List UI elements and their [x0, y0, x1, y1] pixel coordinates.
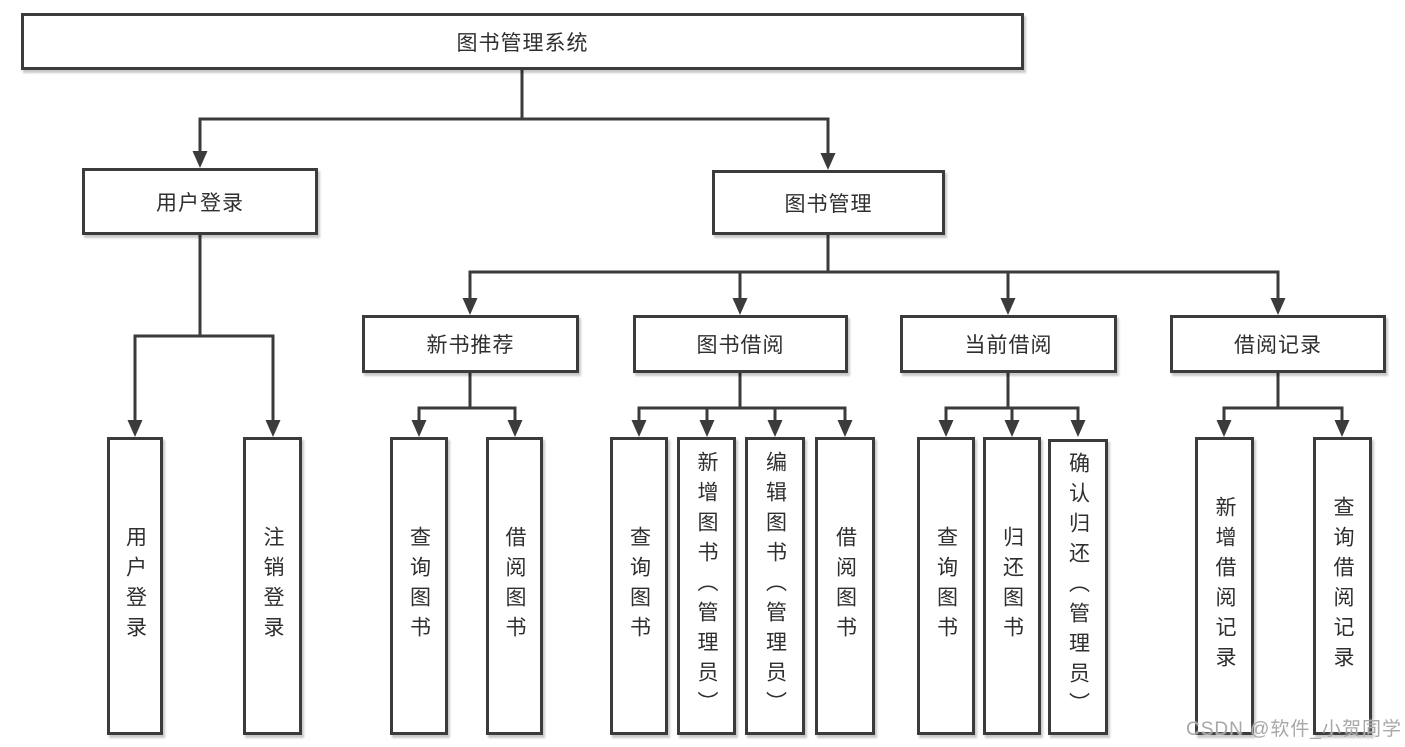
leaf-borrow-books-2: 借阅图书 [815, 437, 875, 735]
leaf-query-books-2: 查询图书 [610, 437, 668, 735]
node-label: 归还图书 [1000, 526, 1024, 646]
node-label: 用户登录 [156, 191, 244, 215]
node-book-borrowing: 图书借阅 [633, 315, 848, 373]
leaf-add-books-admin: 新增图书（管理员） [677, 437, 736, 735]
connector-arrowhead [1334, 420, 1350, 437]
node-label: 查询图书 [934, 526, 958, 646]
leaf-add-borrow-record: 新增借阅记录 [1195, 437, 1254, 735]
node-current-borrowing: 当前借阅 [900, 315, 1117, 373]
connector-arrowhead [837, 420, 853, 437]
connector-arrowhead [411, 420, 427, 437]
connector-arrowhead [1004, 420, 1020, 437]
leaf-borrow-books-1: 借阅图书 [486, 437, 543, 735]
node-label: 图书管理 [784, 192, 873, 216]
leaf-edit-books-admin: 编辑图书（管理员） [745, 437, 805, 735]
node-label: 图书管理系统 [456, 31, 589, 55]
node-label: 新增图书（管理员） [695, 451, 718, 721]
connector-arrowhead [767, 420, 783, 437]
connector-arrowhead [265, 420, 281, 437]
connector-arrowhead [507, 420, 523, 437]
connector-arrowhead [462, 298, 478, 315]
node-label: 查询图书 [407, 526, 431, 646]
connector-arrowhead [699, 420, 715, 437]
node-label: 新书推荐 [426, 334, 515, 357]
node-new-book-recommend: 新书推荐 [362, 315, 579, 373]
leaf-query-books-3: 查询图书 [917, 437, 975, 735]
connector-arrowhead [631, 420, 647, 437]
node-user-login-branch: 用户登录 [82, 168, 318, 235]
node-root-system: 图书管理系统 [21, 13, 1024, 70]
leaf-query-books-1: 查询图书 [390, 437, 448, 735]
node-label: 查询借阅记录 [1331, 496, 1354, 676]
node-borrowing-records: 借阅记录 [1170, 315, 1386, 373]
node-label: 图书借阅 [696, 334, 785, 357]
leaf-confirm-return-admin: 确认归还（管理员） [1048, 439, 1108, 735]
watermark: CSDN @软件_小贺同学 [1186, 719, 1402, 740]
leaf-query-borrow-record: 查询借阅记录 [1313, 437, 1372, 735]
leaf-user-login: 用户登录 [107, 437, 163, 735]
node-label: 借阅图书 [833, 526, 857, 646]
connector-arrowhead [127, 420, 143, 437]
node-label: 新增借阅记录 [1213, 496, 1236, 676]
node-label: 编辑图书（管理员） [763, 451, 787, 721]
connector-arrowhead [1270, 298, 1286, 315]
node-label: 注销登录 [261, 526, 284, 646]
leaf-return-books: 归还图书 [983, 437, 1041, 735]
node-label: 用户登录 [123, 526, 147, 646]
connector-arrowhead [1070, 420, 1086, 437]
connector-arrowhead [820, 153, 836, 170]
connector-arrowhead [192, 151, 208, 168]
leaf-logout: 注销登录 [243, 437, 302, 735]
node-book-management-branch: 图书管理 [712, 170, 945, 235]
connector-arrowhead [732, 298, 748, 315]
connector-arrowhead [1216, 420, 1232, 437]
node-label: 确认归还（管理员） [1066, 452, 1090, 722]
node-label: 查询图书 [627, 526, 651, 646]
connector-arrowhead [938, 420, 954, 437]
node-label: 当前借阅 [964, 334, 1053, 357]
connector-arrowhead [1000, 298, 1016, 315]
node-label: 借阅记录 [1234, 334, 1322, 357]
node-label: 借阅图书 [503, 526, 526, 646]
